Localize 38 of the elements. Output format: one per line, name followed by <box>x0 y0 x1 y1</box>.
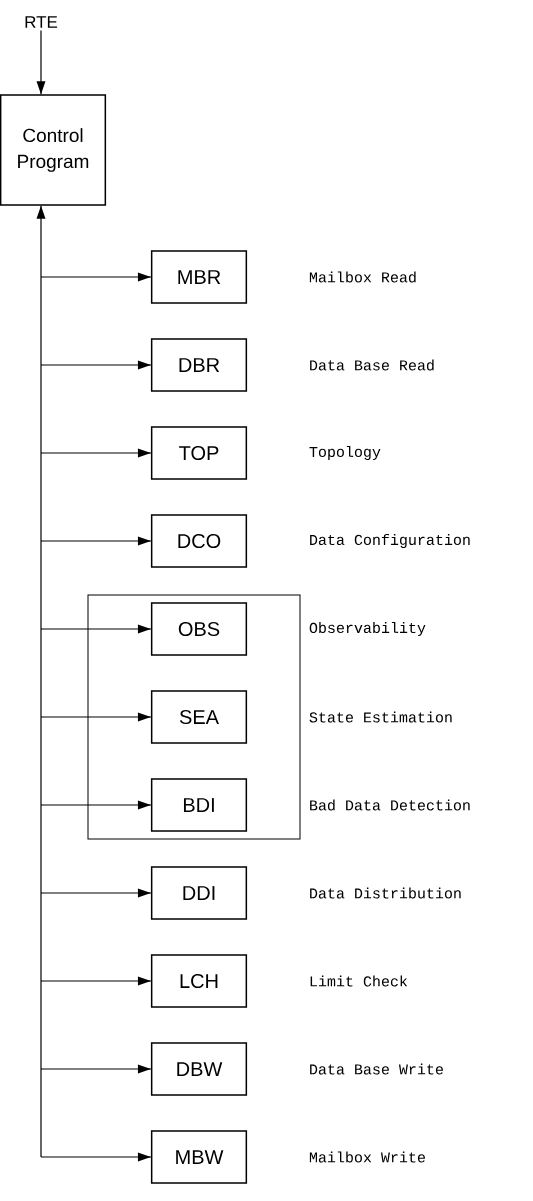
module-box: SEA <box>150 690 248 744</box>
module-box: DDI <box>150 866 248 920</box>
trunk-arrow <box>36 205 46 1158</box>
branch-arrow <box>40 272 152 282</box>
module-box: DBR <box>150 338 248 392</box>
branch-arrow <box>40 536 152 546</box>
description-text: Bad Data Detection <box>310 799 470 811</box>
control-box: Control Program <box>0 94 107 206</box>
description-text: Limit Check <box>310 975 408 987</box>
module-box: LCH <box>150 954 248 1008</box>
module-box: TOP <box>150 426 248 480</box>
module-box: MBR <box>150 250 248 304</box>
description-text: Mailbox Write <box>309 1151 425 1163</box>
description-text: Mailbox Read <box>309 271 416 283</box>
module-box: BDI <box>150 778 248 832</box>
branch-arrow <box>40 1064 152 1074</box>
branch-arrow <box>40 800 152 810</box>
branch-arrow <box>40 712 152 722</box>
description-text: Observability <box>309 622 426 636</box>
branch-arrow <box>40 360 152 370</box>
description-text: State Estimation <box>309 711 452 723</box>
description-text: Data Configuration <box>310 534 470 548</box>
description-text: Data Distribution <box>310 887 461 899</box>
branch-arrow <box>40 976 152 986</box>
module-box: DCO <box>150 514 248 568</box>
module-box: DBW <box>150 1042 248 1096</box>
description-text: Data Base Read <box>310 359 434 371</box>
branch-arrow <box>40 1152 152 1162</box>
branch-arrow <box>40 624 152 634</box>
branch-arrow <box>40 888 152 898</box>
arrow <box>36 29 46 95</box>
description-text: Data Base Write <box>310 1063 443 1075</box>
label-text: RTE <box>25 16 58 28</box>
module-box: OBS <box>150 602 248 656</box>
branch-arrow <box>40 448 152 458</box>
group-box <box>87 594 301 840</box>
module-box: MBW <box>150 1130 248 1184</box>
description-text: Topology <box>309 446 381 460</box>
